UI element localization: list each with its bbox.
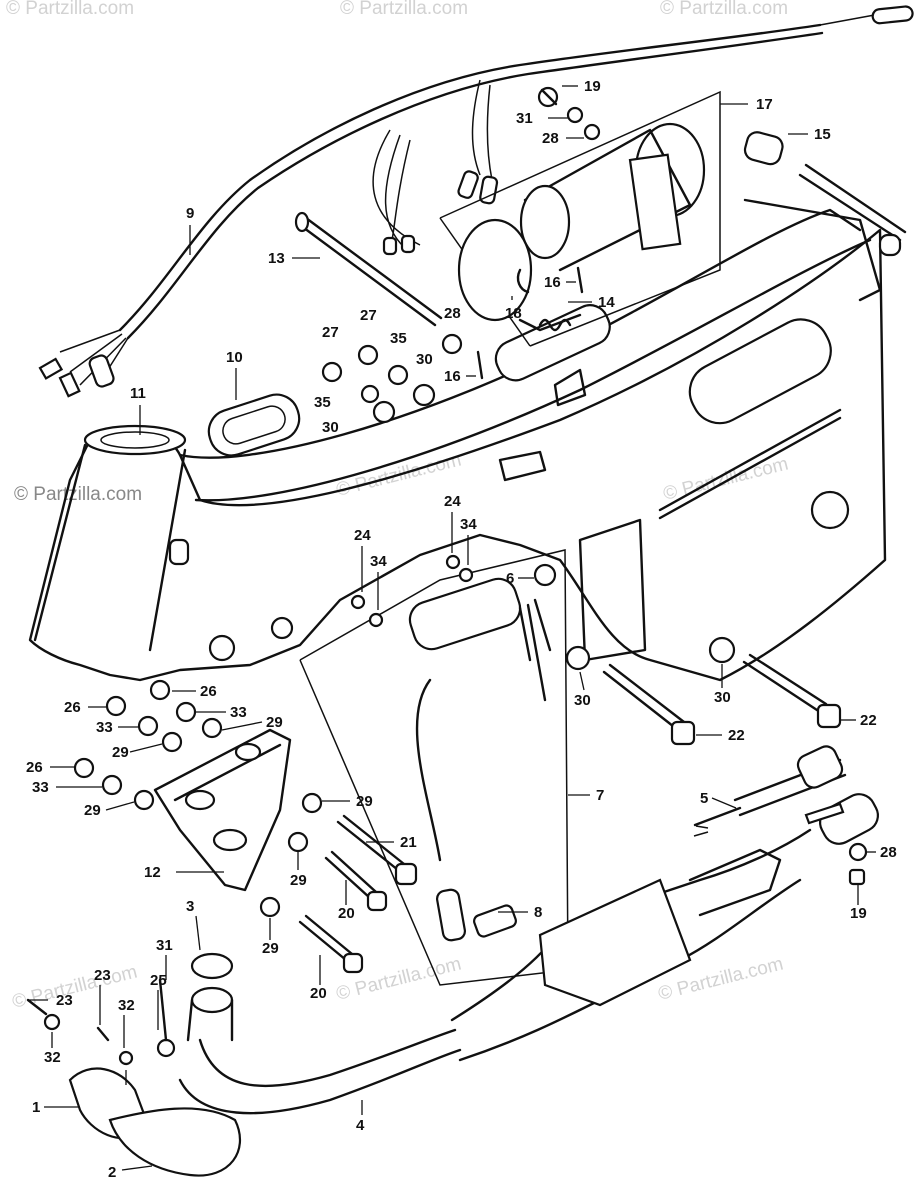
ignition-coil-assembly <box>299 549 569 986</box>
callout-27: 27 <box>322 324 339 341</box>
callout-26: 26 <box>200 683 217 700</box>
callout-26: 26 <box>64 699 81 716</box>
callout-29: 29 <box>112 744 129 761</box>
callout-4: 4 <box>356 1117 365 1134</box>
watermark: © Partzilla.com <box>340 0 468 19</box>
muffler-bracket <box>73 679 323 918</box>
callout-29: 29 <box>266 714 283 731</box>
callout-28: 28 <box>444 305 461 322</box>
callout-7: 7 <box>596 787 604 804</box>
callout-32: 32 <box>44 1049 61 1066</box>
callout-28: 28 <box>880 844 897 861</box>
watermark: © Partzilla.com <box>660 0 788 19</box>
callout-20: 20 <box>338 905 355 922</box>
callout-34: 34 <box>460 516 477 533</box>
callout-19: 19 <box>850 905 867 922</box>
callout-12: 12 <box>144 864 161 881</box>
callout-33: 33 <box>96 719 113 736</box>
bolts-and-washers <box>298 636 842 974</box>
callout-31: 31 <box>156 937 173 954</box>
hardware-cluster-top <box>321 86 601 424</box>
callout-2: 2 <box>108 1164 116 1181</box>
callout-29: 29 <box>356 793 373 810</box>
callout-32: 32 <box>118 997 135 1014</box>
callout-23: 23 <box>94 967 111 984</box>
leader-lines <box>28 85 876 1171</box>
watermark: © Partzilla.com <box>661 454 790 505</box>
exhaust-system <box>26 745 879 1177</box>
callout-29: 29 <box>262 940 279 957</box>
callout-16: 16 <box>444 368 461 385</box>
callout-6: 6 <box>506 570 514 587</box>
tool-rod-and-grommet <box>207 211 443 457</box>
callout-16: 16 <box>544 274 561 291</box>
callout-24: 24 <box>354 527 371 544</box>
callout-31: 31 <box>516 110 533 127</box>
callout-10: 10 <box>226 349 243 366</box>
callout-35: 35 <box>390 330 407 347</box>
callout-23: 23 <box>56 992 73 1009</box>
callout-13: 13 <box>268 250 285 267</box>
callout-24: 24 <box>444 493 461 510</box>
callout-22: 22 <box>728 727 745 744</box>
callout-18: 18 <box>505 305 522 322</box>
callout-11: 11 <box>130 385 146 402</box>
watermark: © Partzilla.com <box>6 0 134 19</box>
callout-14: 14 <box>598 294 615 311</box>
watermark: © Partzilla.com <box>14 484 142 505</box>
callout-15: 15 <box>814 126 831 143</box>
callout-30: 30 <box>322 419 339 436</box>
callout-29: 29 <box>290 872 307 889</box>
callout-30: 30 <box>416 351 433 368</box>
callout-labels: 19 17 31 28 15 9 13 16 14 18 27 27 28 35… <box>26 78 897 1181</box>
callout-21: 21 <box>400 834 417 851</box>
callout-22: 22 <box>860 712 877 729</box>
callout-20: 20 <box>310 985 327 1002</box>
callout-5: 5 <box>700 790 708 807</box>
callout-29: 29 <box>84 802 101 819</box>
callout-9: 9 <box>186 205 194 222</box>
wire-harness <box>38 5 914 398</box>
callout-26: 26 <box>26 759 43 776</box>
callout-1: 1 <box>32 1099 40 1116</box>
callout-33: 33 <box>32 779 49 796</box>
frame-body <box>28 131 907 682</box>
callout-35: 35 <box>314 394 331 411</box>
callout-33: 33 <box>230 704 247 721</box>
callout-3: 3 <box>186 898 194 915</box>
callout-27: 27 <box>360 307 377 324</box>
callout-25: 25 <box>150 972 167 989</box>
callout-30: 30 <box>714 689 731 706</box>
tool-case-assembly <box>439 90 721 347</box>
callout-19: 19 <box>584 78 601 95</box>
callout-30: 30 <box>574 692 591 709</box>
callout-34: 34 <box>370 553 387 570</box>
callout-8: 8 <box>534 904 542 921</box>
callout-28: 28 <box>542 130 559 147</box>
callout-17: 17 <box>756 96 773 113</box>
